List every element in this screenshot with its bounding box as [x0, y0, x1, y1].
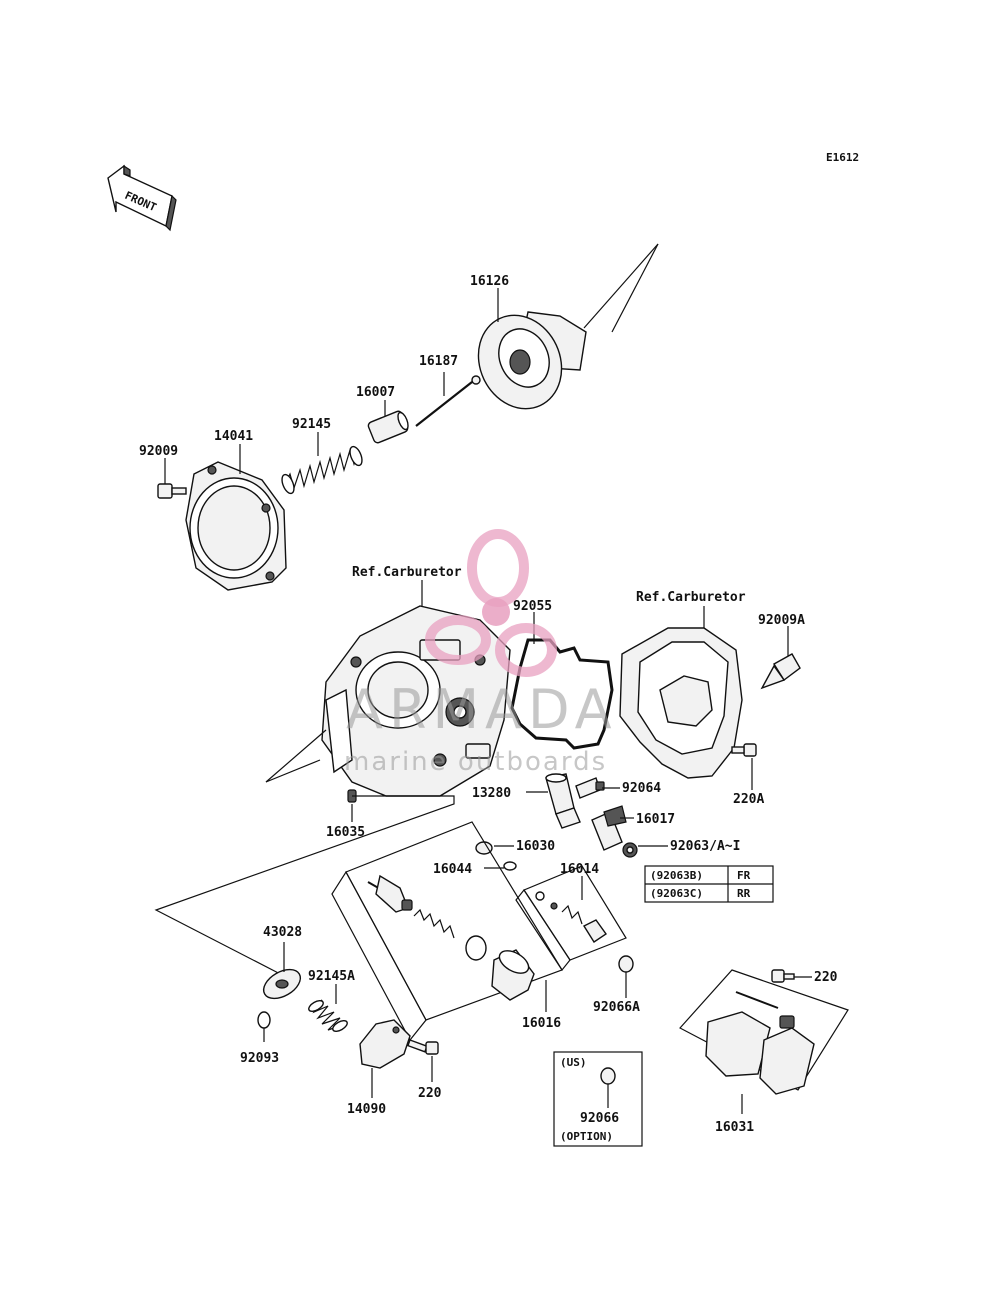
- option-region: (US): [560, 1056, 587, 1069]
- watermark-brand: ARMADA: [346, 678, 618, 741]
- small-screw-220A: [731, 743, 757, 757]
- watermark-tagline: marine outboards: [344, 747, 607, 777]
- o-ring-16016: [465, 935, 487, 961]
- diaphragm-piston: [477, 311, 587, 410]
- float-assembly: [705, 991, 815, 1095]
- plunger-cap: [491, 949, 535, 1001]
- small-screw-220-lower: [407, 1039, 439, 1055]
- part-label-16035: 16035: [326, 825, 365, 840]
- jet-holder: [545, 773, 581, 829]
- jet-needle: [415, 381, 473, 427]
- needle-clip: [471, 375, 481, 385]
- top-cover: [185, 461, 287, 591]
- variant-table: (92063B) FR (92063C) RR: [644, 865, 774, 903]
- part-label-92093: 92093: [240, 1051, 279, 1066]
- part-label-16126: 16126: [470, 274, 509, 289]
- part-label-13280: 13280: [472, 786, 511, 801]
- group-frame-edge: [515, 888, 571, 972]
- accelerator-diaphragm: [262, 968, 302, 1000]
- variant-pos-rr: RR: [737, 887, 751, 900]
- diagram-code: E1612: [826, 151, 859, 164]
- part-label-92145A: 92145A: [308, 969, 355, 984]
- carburetor-body: [321, 605, 511, 797]
- ref-label-left: Ref.Carburetor: [352, 565, 462, 580]
- main-jet: [622, 842, 638, 858]
- part-label-16014: 16014: [560, 862, 599, 877]
- float-chamber-gasket: [510, 638, 614, 750]
- explode-line: [265, 759, 321, 783]
- starter-plunger: [367, 874, 413, 913]
- float-bowl: [619, 627, 743, 779]
- option-box: (US) 92066 (OPTION): [553, 1051, 643, 1147]
- variant-pos-fr: FR: [737, 869, 751, 882]
- accelerator-spring: [308, 999, 348, 1032]
- part-label-92055: 92055: [513, 599, 552, 614]
- clip-16044: [503, 861, 517, 871]
- explode-line: [265, 729, 327, 783]
- front-arrow-icon: FRONT: [107, 164, 177, 232]
- part-label-14090: 14090: [347, 1102, 386, 1117]
- explode-line: [611, 243, 659, 333]
- plug-92066: [600, 1067, 616, 1085]
- cover-screw: [157, 483, 187, 499]
- explode-line: [583, 243, 659, 329]
- variant-code-fr: (92063B): [650, 869, 703, 882]
- part-label-92066A: 92066A: [593, 1000, 640, 1015]
- part-label-14041: 14041: [214, 429, 253, 444]
- part-label-43028: 43028: [263, 925, 302, 940]
- needle-holder: [367, 410, 409, 444]
- plug-92066A: [618, 955, 634, 973]
- plunger-spring: [413, 908, 455, 939]
- propeller-logo-icon: [425, 529, 557, 677]
- part-label-92145: 92145: [292, 417, 331, 432]
- part-label-16187: 16187: [419, 354, 458, 369]
- group-frame-edge: [331, 870, 427, 1042]
- part-label-92064: 92064: [622, 781, 661, 796]
- part-label-220A: 220A: [733, 792, 764, 807]
- part-label-92066: 92066: [580, 1111, 619, 1126]
- part-label-16044: 16044: [433, 862, 472, 877]
- variant-code-rr: (92063C): [650, 887, 703, 900]
- piston-spring: [281, 445, 363, 495]
- part-label-16017: 16017: [636, 812, 675, 827]
- part-label-92009A: 92009A: [758, 613, 805, 628]
- cap-16030: [475, 841, 493, 855]
- small-screw-220-right: [771, 969, 795, 983]
- part-label-220-lower: 220: [418, 1086, 442, 1101]
- part-label-220-right: 220: [814, 970, 838, 985]
- float-bowl-screw: [760, 653, 801, 690]
- accelerator-cover: [359, 1019, 411, 1069]
- pilot-jet: [575, 777, 605, 799]
- part-label-16016: 16016: [522, 1016, 561, 1031]
- ref-label-right: Ref.Carburetor: [636, 590, 746, 605]
- o-ring-92093: [257, 1011, 271, 1029]
- part-label-16031: 16031: [715, 1120, 754, 1135]
- part-label-92063: 92063/A~I: [670, 839, 740, 854]
- pilot-screw-set: [535, 891, 607, 943]
- part-label-16007: 16007: [356, 385, 395, 400]
- part-label-92009: 92009: [139, 444, 178, 459]
- explode-line: [154, 795, 455, 979]
- watermark: ARMADA marine outboards: [344, 529, 618, 777]
- part-label-16030: 16030: [516, 839, 555, 854]
- option-label: (OPTION): [560, 1130, 613, 1143]
- needle-jet: [591, 805, 627, 851]
